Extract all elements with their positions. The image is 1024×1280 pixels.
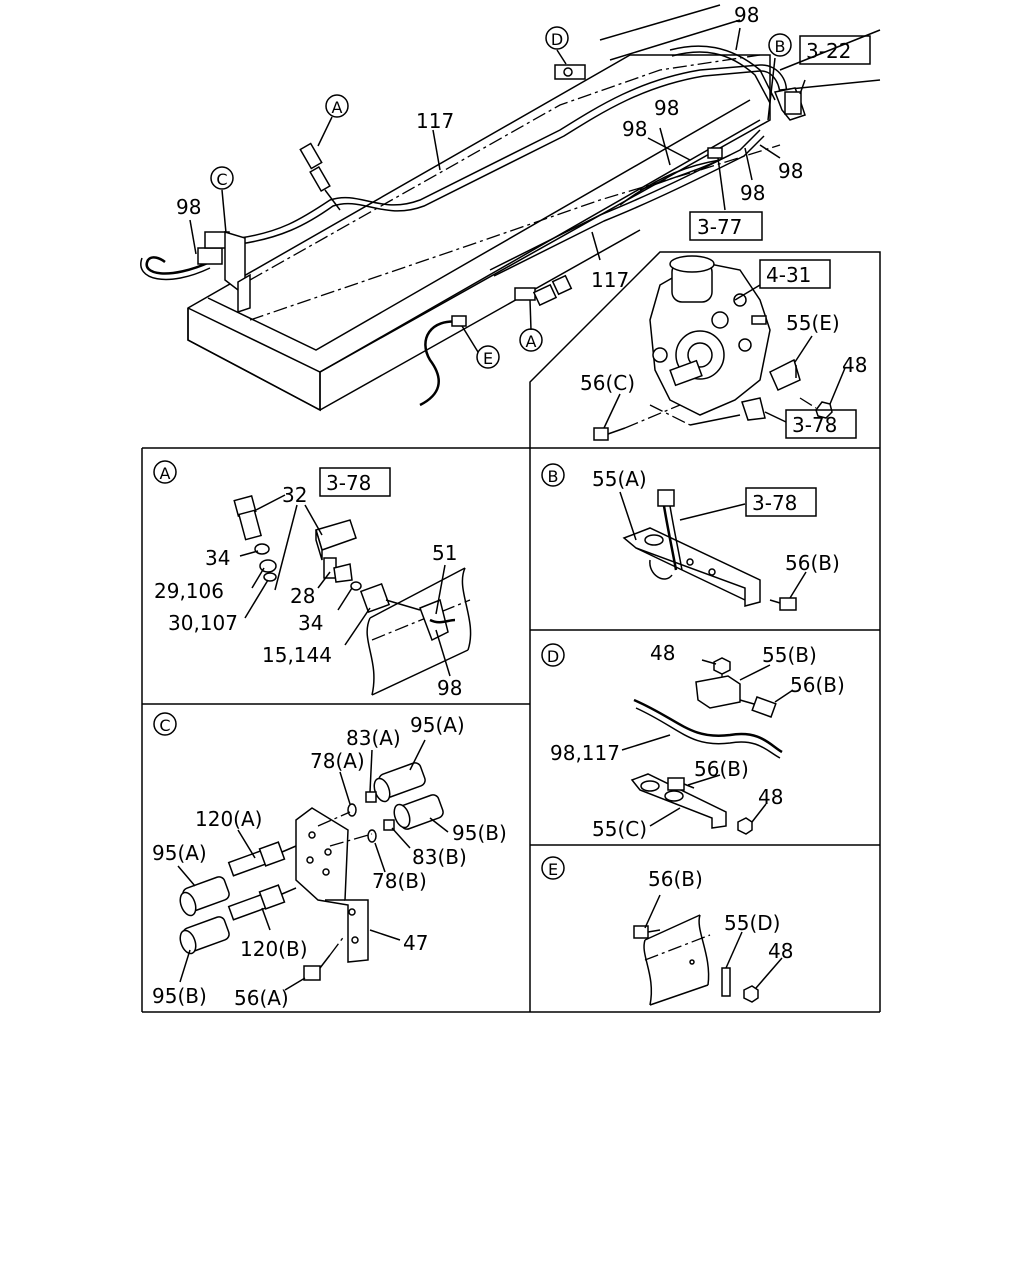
ref-box-4-31: 4-31	[759, 259, 831, 289]
label-98-top: 98	[734, 3, 759, 27]
svg-text:C: C	[216, 170, 227, 189]
detail-e-drawing	[541, 856, 783, 1006]
label-34-b: 34	[298, 611, 323, 635]
panel-frames	[141, 251, 881, 1013]
detail-a-tag: A	[160, 464, 171, 483]
svg-text:3-78: 3-78	[326, 471, 371, 495]
label-28: 28	[290, 584, 315, 608]
detail-d-tag: D	[547, 647, 559, 666]
label-55d: 55(D)	[724, 911, 780, 935]
main-view-drawing	[140, 4, 881, 412]
label-56b-d-top: 56(B)	[790, 673, 845, 697]
ref-box-3-78-b: 3-78	[745, 487, 817, 517]
label-34-a: 34	[205, 546, 230, 570]
svg-text:D: D	[551, 30, 563, 49]
callout-e: E	[476, 345, 500, 369]
detail-b-drawing	[541, 463, 807, 611]
ref-box-3-77: 3-77	[689, 211, 763, 241]
label-120a: 120(A)	[195, 807, 262, 831]
ref-box-3-78-a: 3-78	[319, 467, 391, 497]
svg-text:4-31: 4-31	[766, 263, 811, 287]
svg-text:A: A	[332, 98, 343, 117]
injection-pump-drawing	[593, 255, 846, 441]
label-78a: 78(A)	[310, 749, 365, 773]
detail-e-tag: E	[548, 860, 558, 879]
label-15-144: 15,144	[262, 643, 332, 667]
detail-b-tag: B	[548, 467, 559, 486]
label-56b-detail-e: 56(B)	[648, 867, 703, 891]
label-95a-top: 95(A)	[410, 713, 465, 737]
label-48-d-top: 48	[650, 641, 675, 665]
svg-text:3-78: 3-78	[752, 491, 797, 515]
label-48-d-bottom: 48	[758, 785, 783, 809]
label-98-b: 98	[622, 117, 647, 141]
label-32: 32	[282, 483, 307, 507]
label-56b-d-mid: 56(B)	[694, 757, 749, 781]
ref-box-3-22: 3-22	[799, 35, 871, 65]
label-51: 51	[432, 541, 457, 565]
label-117-bottom: 117	[591, 268, 629, 292]
label-98-117: 98,117	[550, 741, 620, 765]
label-98-left: 98	[176, 195, 201, 219]
label-56c: 56(C)	[580, 371, 635, 395]
label-55a: 55(A)	[592, 467, 647, 491]
label-78b: 78(B)	[372, 869, 427, 893]
label-83a: 83(A)	[346, 726, 401, 750]
label-117-top: 117	[416, 109, 454, 133]
label-120b: 120(B)	[240, 937, 308, 961]
detail-a-drawing	[153, 460, 472, 696]
label-47: 47	[403, 931, 428, 955]
label-56a: 56(A)	[234, 986, 289, 1010]
detail-d-drawing	[541, 643, 794, 835]
label-83b: 83(B)	[412, 845, 467, 869]
label-98-a: 98	[654, 96, 679, 120]
label-98-d: 98	[740, 181, 765, 205]
svg-text:3-78: 3-78	[792, 413, 837, 437]
label-56b-detail-b: 56(B)	[785, 551, 840, 575]
detail-c-tag: C	[159, 716, 170, 735]
callout-a-bottom: A	[519, 328, 543, 352]
label-95b-right: 95(B)	[452, 821, 507, 845]
callout-a-top: A	[325, 94, 349, 118]
label-98-detail-a: 98	[437, 676, 462, 700]
label-55e: 55(E)	[786, 311, 840, 335]
label-30-107: 30,107	[168, 611, 238, 635]
label-55c: 55(C)	[592, 817, 647, 841]
label-48-detail-e: 48	[768, 939, 793, 963]
label-29-106: 29,106	[154, 579, 224, 603]
label-48-pump: 48	[842, 353, 867, 377]
label-95b-left: 95(B)	[152, 984, 207, 1008]
svg-text:E: E	[483, 349, 493, 368]
svg-text:B: B	[775, 37, 786, 56]
callout-d: D	[545, 26, 569, 50]
label-55b: 55(B)	[762, 643, 817, 667]
ref-box-3-78-pump: 3-78	[785, 409, 857, 439]
label-95a-left: 95(A)	[152, 841, 207, 865]
callout-c: C	[210, 166, 234, 190]
svg-text:A: A	[526, 332, 537, 351]
svg-text:3-77: 3-77	[697, 215, 742, 239]
label-98-c: 98	[778, 159, 803, 183]
callout-b: B	[768, 33, 792, 57]
detail-c-drawing	[153, 712, 449, 991]
svg-text:3-22: 3-22	[806, 39, 851, 63]
